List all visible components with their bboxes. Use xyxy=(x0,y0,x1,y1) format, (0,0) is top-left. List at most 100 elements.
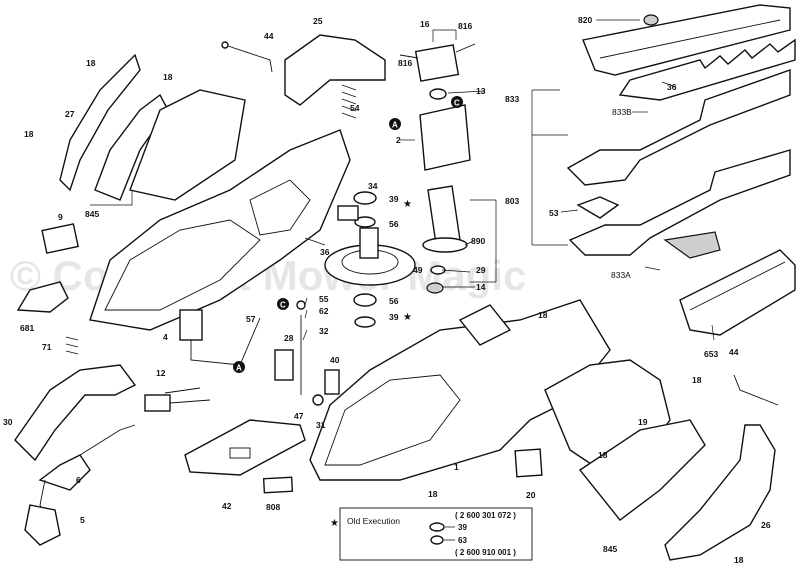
callout-18: 18 xyxy=(734,555,744,565)
callout-4: 4 xyxy=(163,332,168,342)
marker-c-label: C xyxy=(280,301,286,310)
callout-34: 34 xyxy=(368,181,378,191)
handle-25 xyxy=(284,34,386,106)
callout-18: 18 xyxy=(86,58,96,68)
callout-57: 57 xyxy=(246,314,256,324)
callout-19: 19 xyxy=(638,417,648,427)
callout-55: 55 xyxy=(319,294,329,304)
blade-cover xyxy=(679,249,796,336)
spring-54 xyxy=(341,84,357,119)
cable-clamp-12 xyxy=(144,387,211,412)
callout-14: 14 xyxy=(476,282,486,292)
callout-18: 18 xyxy=(24,129,34,139)
callout-44: 44 xyxy=(264,31,274,41)
callout-6: 6 xyxy=(76,475,81,485)
callout-18: 18 xyxy=(598,450,608,460)
callout-816: 816 xyxy=(458,21,472,31)
gear-49 xyxy=(324,227,416,286)
callout-2: 2 xyxy=(396,135,401,145)
rod-32 xyxy=(296,300,306,395)
callout-808: 808 xyxy=(266,502,280,512)
callout-27: 27 xyxy=(65,109,75,119)
callout-40: 40 xyxy=(330,355,340,365)
armature-890 xyxy=(422,185,468,294)
blade-lower xyxy=(568,149,791,259)
callout-44: 44 xyxy=(729,347,739,357)
callout-36: 36 xyxy=(667,82,677,92)
circled-markers: A A C C ★ ★ xyxy=(233,96,463,373)
brush-holder-816 xyxy=(399,43,476,82)
callout-18: 18 xyxy=(163,72,173,82)
marker-c xyxy=(277,298,289,310)
stator-2 xyxy=(419,88,471,171)
guard-845 xyxy=(544,359,706,521)
label-9 xyxy=(41,223,79,254)
callout-39: 39 xyxy=(389,194,399,204)
legend-item-39: 39 xyxy=(458,523,467,532)
switch-28 xyxy=(274,349,294,381)
front-grip-30 xyxy=(14,364,137,462)
part-681 xyxy=(16,281,69,313)
callout-28: 28 xyxy=(284,333,294,343)
spring-71 xyxy=(65,336,79,355)
callout-56: 56 xyxy=(389,296,399,306)
leader-lines xyxy=(90,19,715,341)
marker-c xyxy=(451,96,463,108)
callout-890: 890 xyxy=(471,236,485,246)
marker-c-label: C xyxy=(454,99,460,108)
callout-13: 13 xyxy=(476,86,486,96)
callout-62: 62 xyxy=(319,306,329,316)
switch-4 xyxy=(179,309,261,366)
callout-20: 20 xyxy=(526,490,536,500)
legend-ref-2: ( 2 600 910 001 ) xyxy=(455,548,516,557)
callout-820: 820 xyxy=(578,15,592,25)
callout-681: 681 xyxy=(20,323,34,333)
handle-26 xyxy=(664,424,776,561)
callout-833: 833 xyxy=(505,94,519,104)
callout-53: 53 xyxy=(549,208,559,218)
legend-title: Old Execution xyxy=(347,516,400,526)
callout-9: 9 xyxy=(58,212,63,222)
star-marker: ★ xyxy=(403,199,412,210)
callout-30: 30 xyxy=(3,417,13,427)
label-20 xyxy=(514,448,543,478)
washers xyxy=(337,191,377,328)
callout-49: 49 xyxy=(413,265,423,275)
callout-26: 26 xyxy=(761,520,771,530)
callout-25: 25 xyxy=(313,16,323,26)
callout-47: 47 xyxy=(294,411,304,421)
callout-845: 845 xyxy=(85,209,99,219)
callout-42: 42 xyxy=(222,501,232,511)
callout-39: 39 xyxy=(389,312,399,322)
callout-816: 816 xyxy=(398,58,412,68)
callout-845: 845 xyxy=(603,544,617,554)
callout-36: 36 xyxy=(320,247,330,257)
callout-653: 653 xyxy=(704,349,718,359)
marker-a xyxy=(233,361,245,373)
part-40 xyxy=(324,369,340,395)
callout-833A: 833A xyxy=(611,270,631,280)
cable-6 xyxy=(38,424,136,516)
star-marker: ★ xyxy=(403,312,412,323)
callout-29: 29 xyxy=(476,265,486,275)
callout-54: 54 xyxy=(350,103,360,113)
switch-44b xyxy=(733,374,779,406)
cover-42 xyxy=(184,419,306,476)
handle-strip-27 xyxy=(59,53,141,192)
callout-12: 12 xyxy=(156,368,166,378)
callouts: 1 2 4 5 6 9 12 13 14 16 18 18 18 18 18 1… xyxy=(3,15,771,565)
callout-18: 18 xyxy=(538,310,548,320)
label-808 xyxy=(262,476,294,494)
legend-ref-1: ( 2 600 301 072 ) xyxy=(455,511,516,520)
callout-18: 18 xyxy=(692,375,702,385)
callout-5: 5 xyxy=(80,515,85,525)
marker-a xyxy=(389,118,401,130)
grip-845 xyxy=(94,89,246,201)
old-execution-legend: ★ Old Execution ( 2 600 301 072 ) 39 63 … xyxy=(330,507,533,561)
callout-833B: 833B xyxy=(612,107,632,117)
marker-a-label: A xyxy=(236,364,242,373)
callout-32: 32 xyxy=(319,326,329,336)
callout-803: 803 xyxy=(505,196,519,206)
